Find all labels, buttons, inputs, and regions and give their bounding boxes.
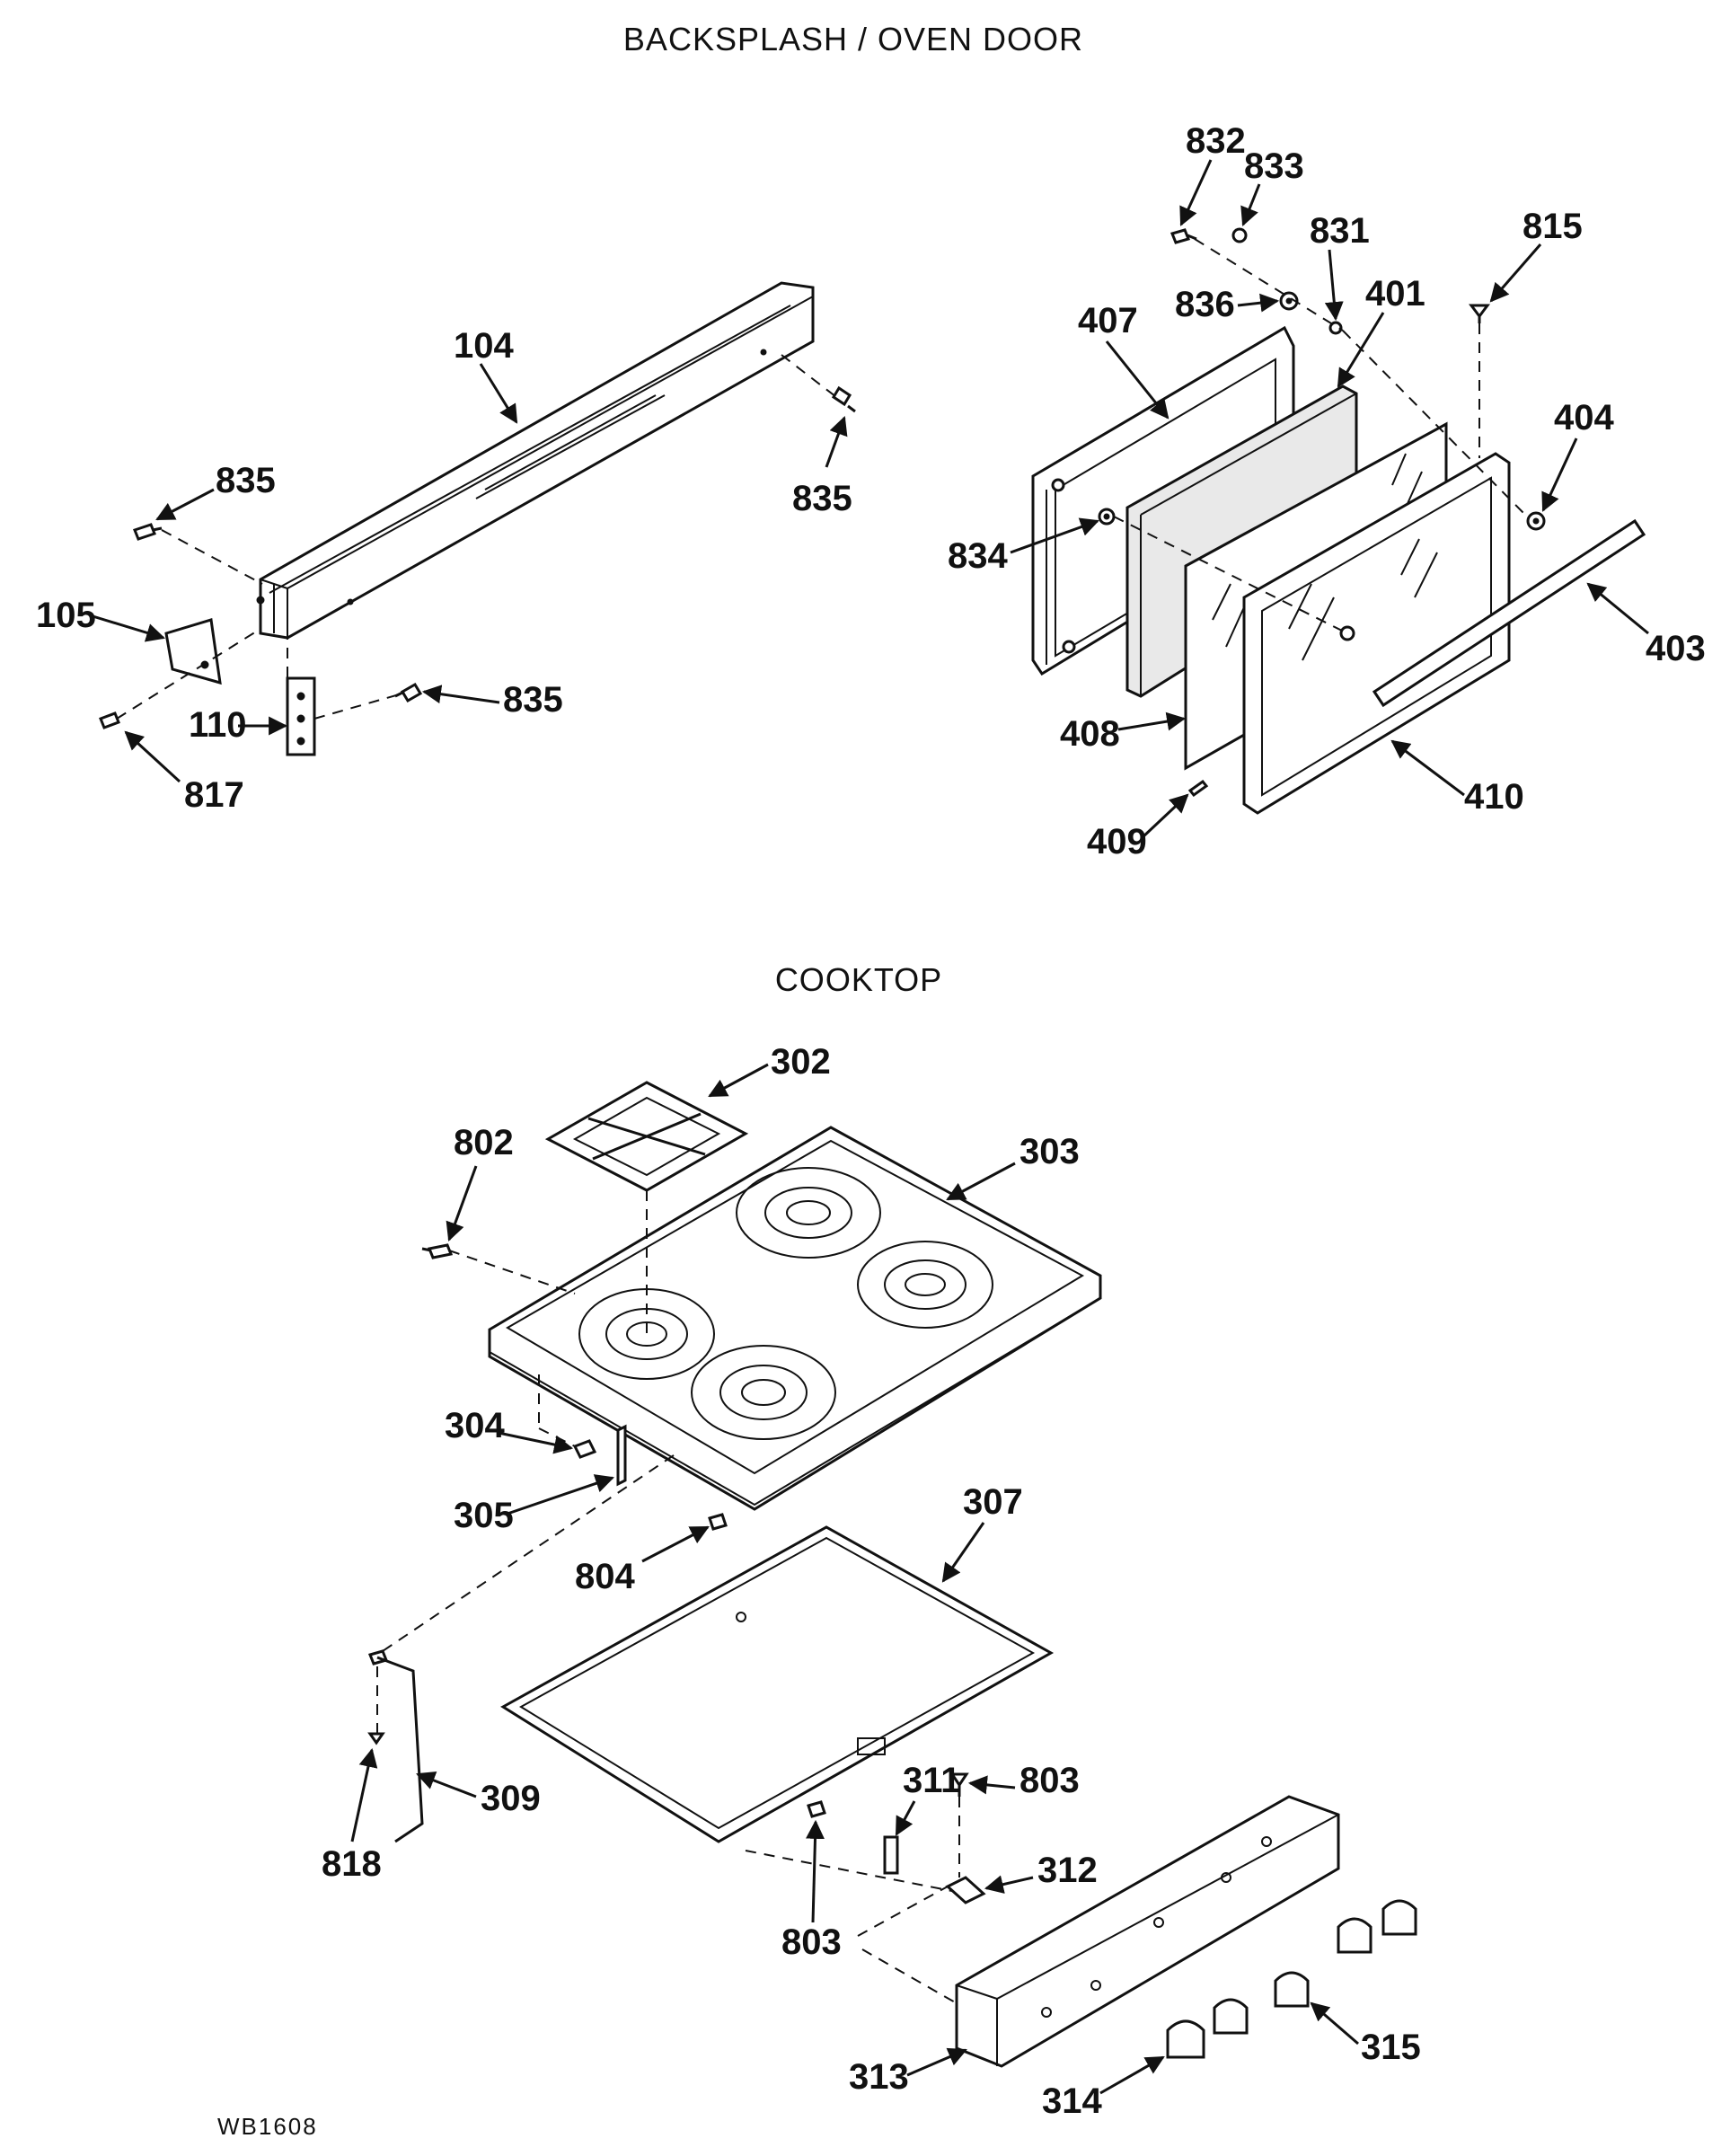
callout-307: 307 <box>963 1482 1023 1522</box>
callout-302: 302 <box>771 1042 831 1082</box>
callout-408: 408 <box>1060 714 1120 754</box>
callout-407: 407 <box>1078 301 1138 340</box>
door-handle-403 <box>1372 518 1646 708</box>
callout-834: 834 <box>948 536 1008 576</box>
callout-836: 836 <box>1175 285 1235 324</box>
door-dashed-lines <box>1113 238 1528 634</box>
callout-835-lower: 835 <box>503 680 563 720</box>
callout-831: 831 <box>1310 211 1370 251</box>
callout-303: 303 <box>1019 1132 1080 1171</box>
callout-409: 409 <box>1087 822 1147 862</box>
door-hardware-parts <box>1098 227 1546 798</box>
drawing-code: WB1608 <box>217 2113 318 2140</box>
callout-815: 815 <box>1523 207 1583 246</box>
cooktop-hardware <box>807 1772 986 1904</box>
callout-311: 311 <box>903 1761 961 1800</box>
callout-803-upper: 803 <box>1019 1761 1080 1800</box>
callout-404: 404 <box>1554 398 1614 437</box>
callout-105: 105 <box>36 596 96 635</box>
door-outer-frame-410 <box>1242 452 1511 815</box>
manifold-panel-313 <box>955 1795 1340 2068</box>
cooktop-dashed-lines <box>376 1190 960 2004</box>
bracket-110 <box>286 676 316 756</box>
backsplash-dashed-lines <box>116 354 841 720</box>
burner-box-307 <box>500 1525 1055 1843</box>
callout-401: 401 <box>1365 274 1425 314</box>
callout-314: 314 <box>1042 2081 1102 2121</box>
section-title-cooktop: COOKTOP <box>775 961 942 998</box>
callout-818: 818 <box>322 1844 382 1884</box>
callout-304: 304 <box>445 1406 505 1445</box>
callout-835-left: 835 <box>216 461 276 500</box>
callout-833: 833 <box>1244 146 1304 186</box>
callout-410: 410 <box>1464 777 1524 817</box>
callout-110: 110 <box>189 705 247 745</box>
callout-309: 309 <box>481 1779 541 1818</box>
callout-802: 802 <box>454 1123 514 1162</box>
callout-832: 832 <box>1186 121 1246 161</box>
callout-104: 104 <box>454 326 514 366</box>
end-cap-105 <box>164 618 222 685</box>
screws-backsplash <box>99 385 856 729</box>
section-title-backsplash-oven-door: BACKSPLASH / OVEN DOOR <box>623 21 1083 57</box>
control-knobs <box>1166 1899 1417 2059</box>
backsplash-panel-104 <box>256 281 815 640</box>
callout-804: 804 <box>575 1557 635 1596</box>
burner-grate-302 <box>544 1081 749 1192</box>
callout-803-lower: 803 <box>781 1922 842 1962</box>
cooktop-303 <box>488 1126 1102 1511</box>
callout-312: 312 <box>1037 1851 1098 1890</box>
callout-403: 403 <box>1646 629 1706 668</box>
callout-817: 817 <box>184 775 244 815</box>
callout-305: 305 <box>454 1496 514 1535</box>
callout-313: 313 <box>849 2057 909 2097</box>
callout-315: 315 <box>1361 2028 1421 2067</box>
callout-835-right: 835 <box>792 479 852 518</box>
